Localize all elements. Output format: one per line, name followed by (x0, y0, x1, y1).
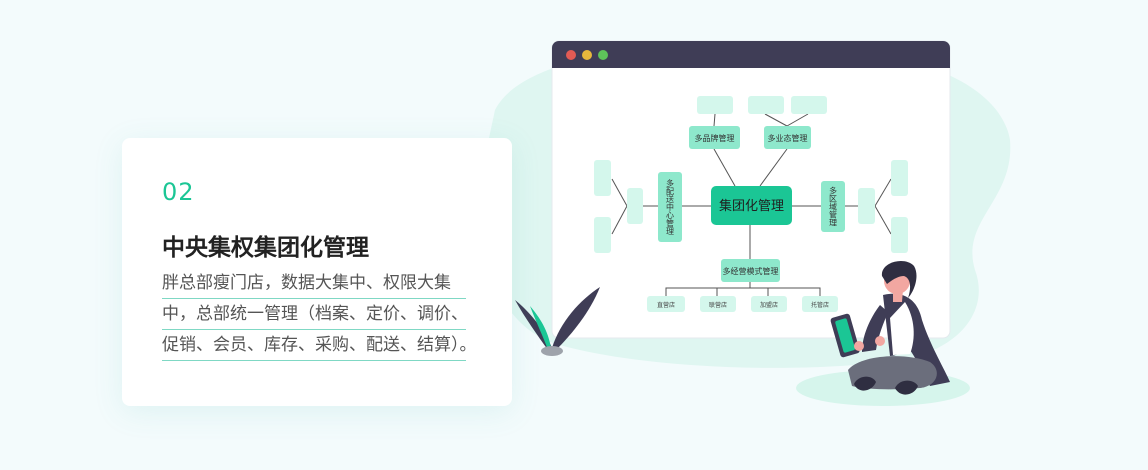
leaf-joint-store: 联营店 (709, 301, 727, 309)
node-multi-brand: 多品牌管理 (695, 133, 735, 143)
node-multi-format: 多业态管理 (768, 133, 808, 143)
window-minimize-dot[interactable] (582, 50, 592, 60)
node-center: 集团化管理 (719, 198, 784, 214)
diagram-empty-leaves (594, 96, 908, 253)
description-line: 胖总部瘦门店，数据大集中、权限大集 (162, 268, 466, 299)
plant-illustration (515, 287, 600, 356)
leaf-franchise-store: 加盟店 (760, 301, 778, 309)
window-close-dot[interactable] (566, 50, 576, 60)
window-maximize-dot[interactable] (598, 50, 608, 60)
node-multi-operation-mode: 多经营模式管理 (723, 266, 779, 276)
person-illustration (796, 261, 970, 406)
node-multi-distribution-center: 多配送中心管理 (666, 178, 675, 235)
feature-number: 02 (162, 178, 195, 206)
description-line: 促销、会员、库存、采购、配送、结算）。 (162, 330, 466, 361)
feature-description: 胖总部瘦门店，数据大集中、权限大集 中，总部统一管理（档案、定价、调价、 促销、… (162, 268, 466, 361)
feature-card: 02 中央集权集团化管理 胖总部瘦门店，数据大集中、权限大集 中，总部统一管理（… (122, 138, 512, 406)
leaf-managed-store: 托管店 (811, 301, 829, 309)
node-multi-region: 多区域管理 (829, 186, 838, 227)
leaf-direct-store: 直营店 (657, 301, 675, 309)
feature-title: 中央集权集团化管理 (162, 235, 369, 261)
description-line: 中，总部统一管理（档案、定价、调价、 (162, 299, 466, 330)
diagram-connectors (611, 113, 892, 296)
